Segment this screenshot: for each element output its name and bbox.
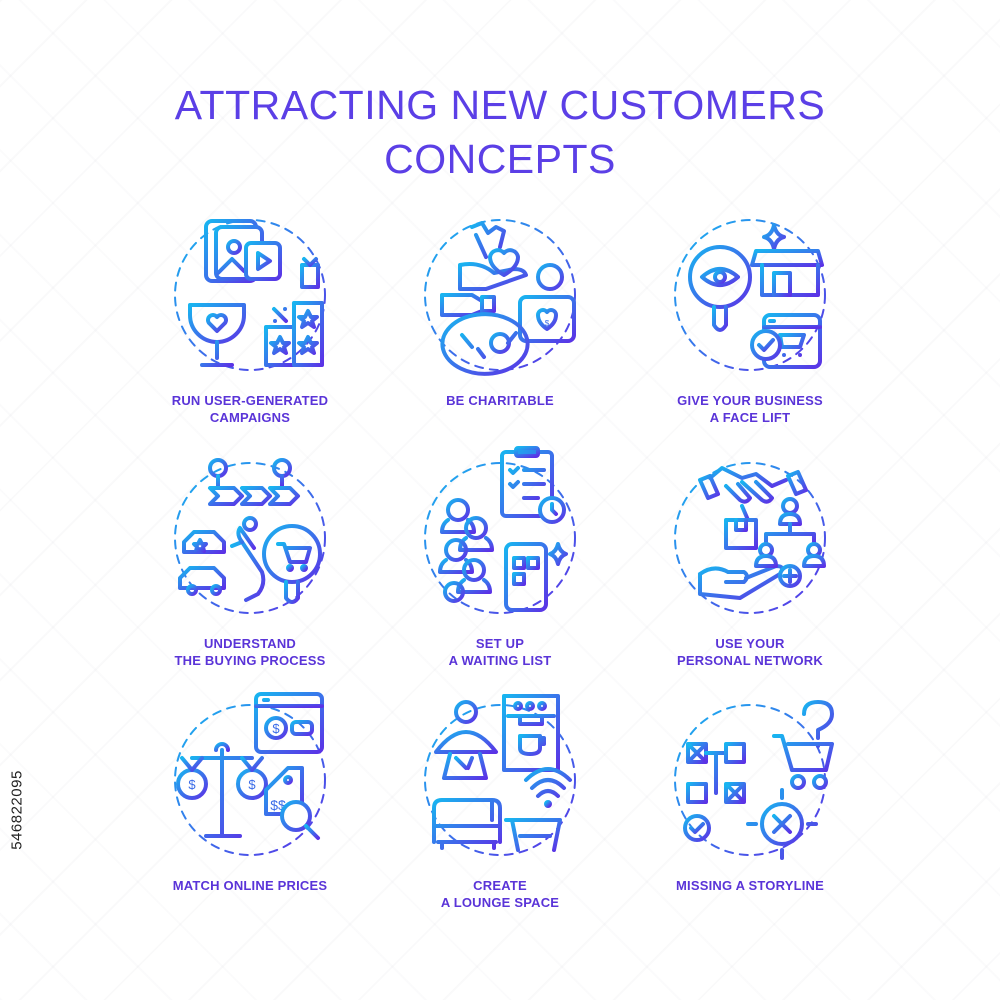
concept-label-line-2: PERSONAL NETWORK: [677, 653, 823, 668]
business-face-lift-icon: [674, 219, 826, 371]
match-prices-icon: $ $ $ $$: [174, 692, 326, 856]
concept-card: $ BE CHARITABLE: [380, 215, 620, 465]
concept-label-line-2: A FACE LIFT: [709, 410, 791, 425]
image-id-label: 546822095: [2, 755, 32, 865]
svg-text:$: $: [248, 777, 256, 792]
concept-card: $ $ $ $$ MATCH ONLINE PRICES: [130, 692, 370, 950]
concept-label-line-1: MISSING A STORYLINE: [675, 878, 825, 893]
concept-label-line-2: A LOUNGE SPACE: [440, 895, 560, 910]
concept-label-line-1: SET UP: [475, 636, 525, 651]
concept-label-line-1: BE CHARITABLE: [446, 393, 554, 408]
concept-card: USE YOUR PERSONAL NETWORK: [630, 458, 870, 708]
concept-card: MISSING A STORYLINE: [630, 700, 870, 950]
concept-label-line-2: A WAITING LIST: [448, 653, 552, 668]
concept-card: CREATE A LOUNGE SPACE: [380, 694, 620, 950]
concept-label-line-1: MATCH ONLINE PRICES: [172, 878, 328, 893]
concept-card: UNDERSTAND THE BUYING PROCESS: [130, 458, 370, 708]
concept-label-line-1: USE YOUR: [715, 636, 785, 651]
svg-text:$: $: [545, 319, 550, 328]
waiting-list-icon: [424, 446, 576, 614]
svg-text:$: $: [272, 721, 280, 736]
concept-label: MATCH ONLINE PRICES: [130, 877, 370, 894]
buying-process-icon: [174, 458, 326, 614]
concept-label-line-1: UNDERSTAND: [203, 636, 297, 651]
concept-label: SET UP A WAITING LIST: [380, 635, 620, 669]
concept-label: RUN USER-GENERATED CAMPAIGNS: [130, 392, 370, 426]
title-line-2: CONCEPTS: [384, 136, 616, 182]
personal-network-icon: [674, 462, 826, 614]
svg-text:$: $: [188, 777, 196, 792]
concept-label-line-2: THE BUYING PROCESS: [174, 653, 326, 668]
page-title: ATTRACTING NEW CUSTOMERS CONCEPTS: [0, 78, 1000, 186]
storyline-icon: [674, 700, 834, 860]
concept-card: GIVE YOUR BUSINESS A FACE LIFT: [630, 215, 870, 465]
concept-card: RUN USER-GENERATED CAMPAIGNS: [130, 215, 370, 465]
image-id-text: 546822095: [8, 770, 26, 850]
charity-icon: $: [424, 219, 576, 376]
concept-label: CREATE A LOUNGE SPACE: [380, 877, 620, 911]
concept-label-line-2: CAMPAIGNS: [209, 410, 291, 425]
title-line-1: ATTRACTING NEW CUSTOMERS: [174, 82, 826, 128]
concept-label-line-1: GIVE YOUR BUSINESS: [677, 393, 823, 408]
concept-label: MISSING A STORYLINE: [630, 877, 870, 894]
concept-label-line-1: CREATE: [473, 878, 527, 893]
concept-label: UNDERSTAND THE BUYING PROCESS: [130, 635, 370, 669]
user-generated-campaigns-icon: [174, 219, 326, 371]
concept-label: BE CHARITABLE: [380, 392, 620, 409]
concept-label-line-1: RUN USER-GENERATED: [171, 393, 329, 408]
concept-label: GIVE YOUR BUSINESS A FACE LIFT: [630, 392, 870, 426]
concept-label: USE YOUR PERSONAL NETWORK: [630, 635, 870, 669]
lounge-space-icon: [424, 694, 576, 856]
concept-card: SET UP A WAITING LIST: [380, 446, 620, 708]
